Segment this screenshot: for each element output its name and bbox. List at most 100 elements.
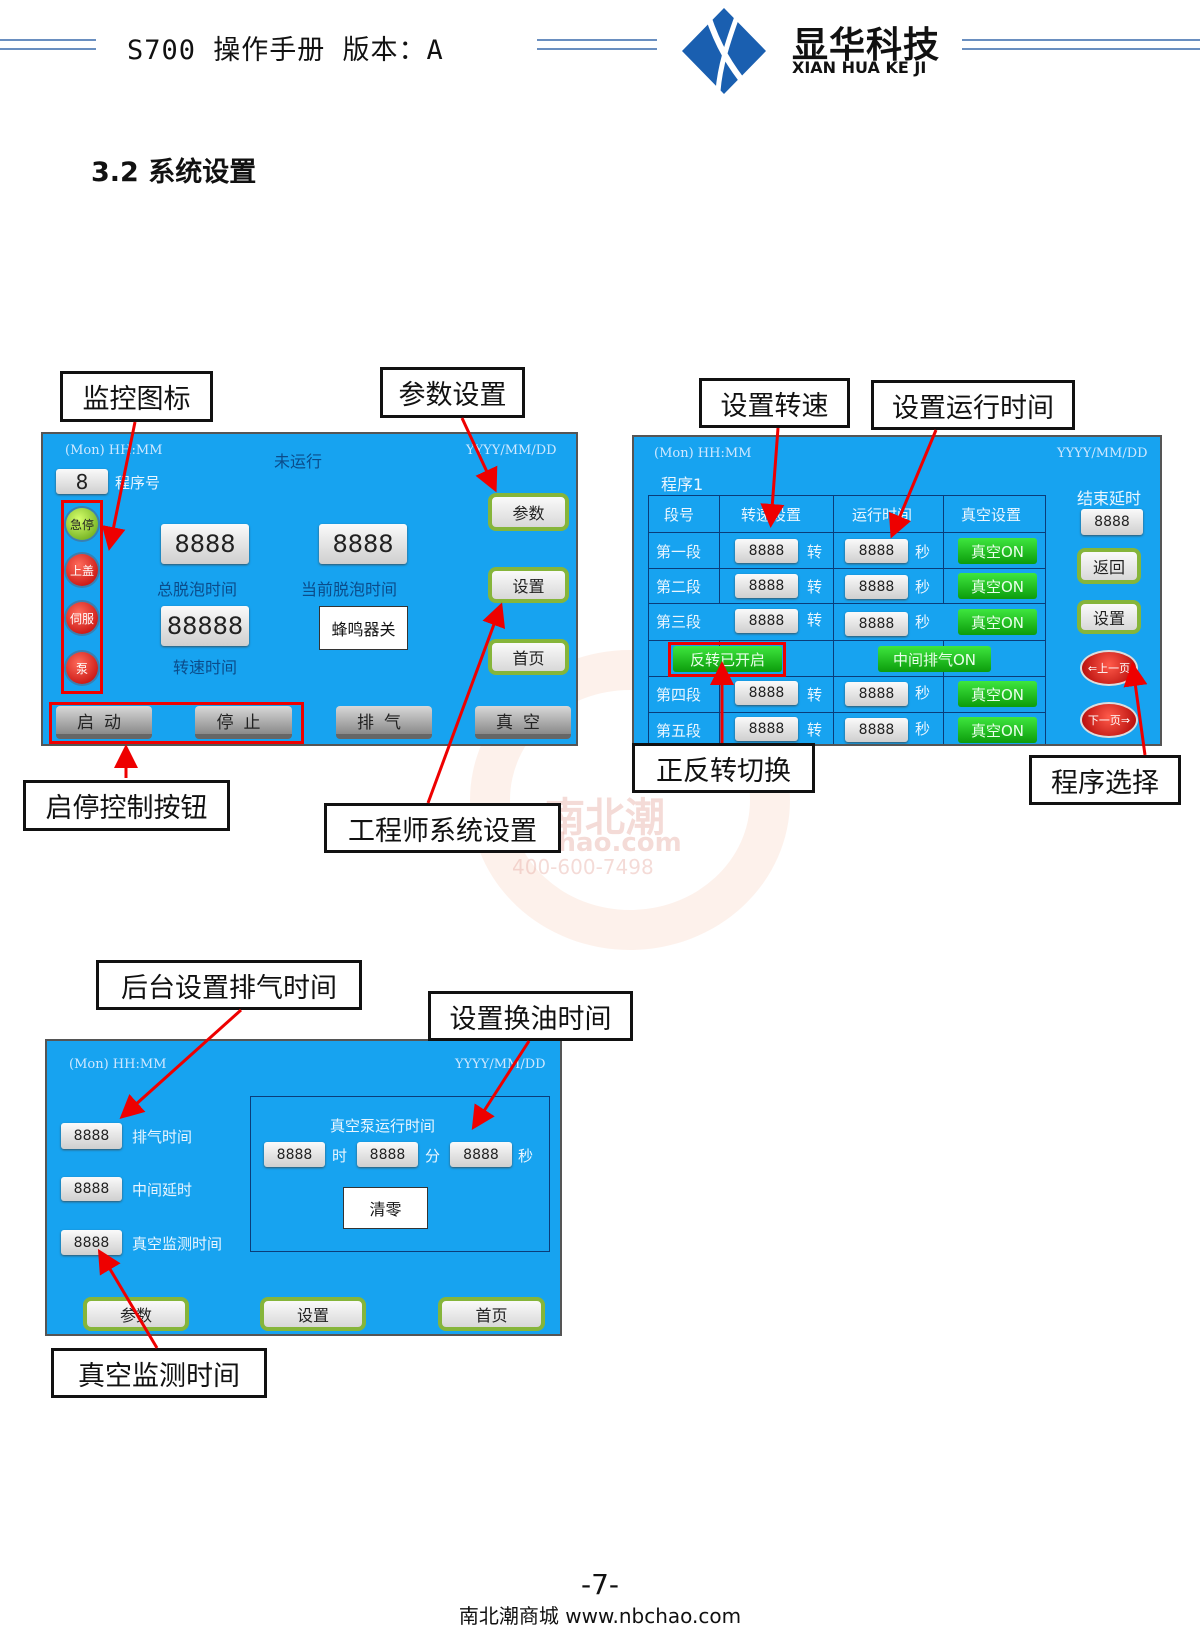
watermark-phone: 400-600-7498: [512, 855, 654, 879]
pump-hours-input[interactable]: 8888: [264, 1142, 325, 1167]
exhaust-time-input[interactable]: 8888: [61, 1123, 122, 1149]
speed-unit: 转: [807, 611, 823, 629]
table-divider: [719, 495, 720, 603]
callout-backend-exhaust: 后台设置排气时间: [96, 960, 362, 1010]
home-button[interactable]: 首页: [488, 639, 569, 675]
program-number[interactable]: 8: [56, 469, 108, 494]
params-button[interactable]: 参数: [83, 1297, 189, 1331]
vacuum-toggle[interactable]: 真空ON: [958, 538, 1037, 564]
callout-start-stop: 启停控制按钮: [23, 780, 230, 831]
segment-name: 第二段: [656, 578, 702, 596]
runtime-input[interactable]: 8888: [845, 612, 908, 636]
start-button[interactable]: 启动: [56, 706, 152, 739]
vacuum-toggle[interactable]: 真空ON: [958, 681, 1037, 707]
settings-button[interactable]: 设置: [260, 1297, 366, 1331]
segment-name: 第五段: [656, 722, 702, 740]
program-number-label: 程序号: [115, 474, 161, 492]
header-rule: [537, 48, 657, 50]
speed-input[interactable]: 8888: [735, 574, 798, 598]
end-delay-input[interactable]: 8888: [1081, 509, 1143, 535]
end-delay-label: 结束延时: [1077, 489, 1142, 508]
runtime-input[interactable]: 8888: [845, 682, 908, 706]
runtime-input[interactable]: 8888: [845, 575, 908, 599]
pump-indicator: 泵: [66, 652, 98, 684]
vacuum-monitor-input[interactable]: 8888: [61, 1230, 122, 1255]
reset-button[interactable]: 清零: [343, 1187, 428, 1229]
vacuum-button[interactable]: 真空: [475, 706, 571, 739]
total-defoam-time-label: 总脱泡时间: [157, 580, 238, 599]
vacuum-monitor-label: 真空监测时间: [132, 1235, 223, 1253]
callout-program-select: 程序选择: [1029, 755, 1181, 805]
callout-monitor-icons: 监控图标: [60, 371, 213, 422]
header-runtime: 运行时间: [852, 506, 913, 524]
speed-unit: 转: [807, 578, 823, 596]
speed-input[interactable]: 8888: [735, 717, 798, 741]
table-divider: [719, 640, 720, 744]
runtime-unit: 秒: [915, 613, 931, 631]
header-segment: 段号: [664, 506, 695, 524]
params-button[interactable]: 参数: [488, 493, 569, 531]
vacuum-toggle[interactable]: 真空ON: [958, 573, 1037, 599]
header-vacuum: 真空设置: [961, 506, 1022, 524]
header-rule: [537, 39, 657, 41]
next-page-label: 下一页: [1087, 714, 1121, 727]
callout-set-runtime: 设置运行时间: [871, 380, 1075, 430]
callout-vacuum-monitor: 真空监测时间: [51, 1348, 267, 1398]
mid-delay-input[interactable]: 8888: [61, 1177, 122, 1201]
watermark-cn: 南北潮: [545, 795, 665, 841]
table-divider: [943, 640, 944, 744]
next-page-button[interactable]: 下一页⇒: [1080, 702, 1138, 738]
pump-minutes-input[interactable]: 8888: [357, 1142, 418, 1167]
buzzer-toggle[interactable]: 蜂鸣器关: [319, 606, 408, 650]
brand-name: 显华科技: [792, 25, 941, 66]
segment-name: 第三段: [656, 613, 702, 631]
exhaust-time-label: 排气时间: [132, 1128, 193, 1146]
speed-input[interactable]: 8888: [735, 609, 798, 633]
segment-name: 第一段: [656, 543, 702, 561]
start-stop-highlight: [49, 702, 304, 744]
date: YYYY/MM/DD: [466, 443, 557, 458]
total-defoam-time: 8888: [161, 524, 249, 564]
home-button[interactable]: 首页: [438, 1297, 545, 1331]
header-rule: [0, 39, 96, 41]
runtime-unit: 秒: [915, 720, 931, 738]
segment-name: 第四段: [656, 686, 702, 704]
mid-exhaust-toggle[interactable]: 中间排气ON: [878, 646, 991, 672]
current-defoam-time-label: 当前脱泡时间: [301, 580, 398, 599]
back-button[interactable]: 返回: [1077, 548, 1141, 584]
date: YYYY/MM/DD: [1057, 446, 1148, 461]
servo-indicator: 伺服: [66, 602, 98, 634]
callout-reverse-toggle: 正反转切换: [632, 743, 815, 793]
runtime-input[interactable]: 8888: [845, 718, 908, 742]
table-divider: [648, 640, 1046, 641]
exhaust-button[interactable]: 排气: [336, 706, 432, 739]
speed-input[interactable]: 8888: [735, 681, 798, 705]
pump-runtime-group: [250, 1096, 550, 1252]
speed-time: 88888: [161, 606, 249, 646]
vacuum-toggle[interactable]: 真空ON: [958, 717, 1037, 743]
pump-seconds-input[interactable]: 8888: [450, 1142, 512, 1167]
table-divider: [648, 676, 1046, 677]
header-rule: [962, 48, 1200, 50]
table-divider: [648, 532, 1046, 533]
date: YYYY/MM/DD: [455, 1057, 546, 1072]
table-divider: [833, 495, 834, 744]
runtime-unit: 秒: [915, 578, 931, 596]
speed-unit: 转: [807, 543, 823, 561]
settings-button[interactable]: 设置: [1077, 600, 1141, 634]
speed-input[interactable]: 8888: [735, 539, 798, 563]
settings-button[interactable]: 设置: [488, 567, 569, 603]
main-screen: (Mon) HH:MM 未运行 YYYY/MM/DD 8 程序号 急停 上盖 伺…: [41, 432, 578, 746]
pump-seconds-unit: 秒: [518, 1147, 534, 1165]
table-divider: [943, 495, 944, 603]
arrow-left-icon: ⇐: [1087, 661, 1098, 675]
segment-table: [648, 495, 1046, 744]
speed-unit: 转: [807, 686, 823, 704]
prev-page-button[interactable]: ⇐上一页: [1080, 650, 1138, 686]
stop-button[interactable]: 停止: [195, 706, 292, 739]
vacuum-toggle[interactable]: 真空ON: [958, 609, 1037, 635]
run-status: 未运行: [274, 452, 323, 471]
mid-delay-label: 中间延时: [132, 1181, 193, 1199]
backend-screen: (Mon) HH:MM YYYY/MM/DD 8888 排气时间 8888 中间…: [45, 1039, 562, 1336]
runtime-input[interactable]: 8888: [845, 539, 908, 563]
